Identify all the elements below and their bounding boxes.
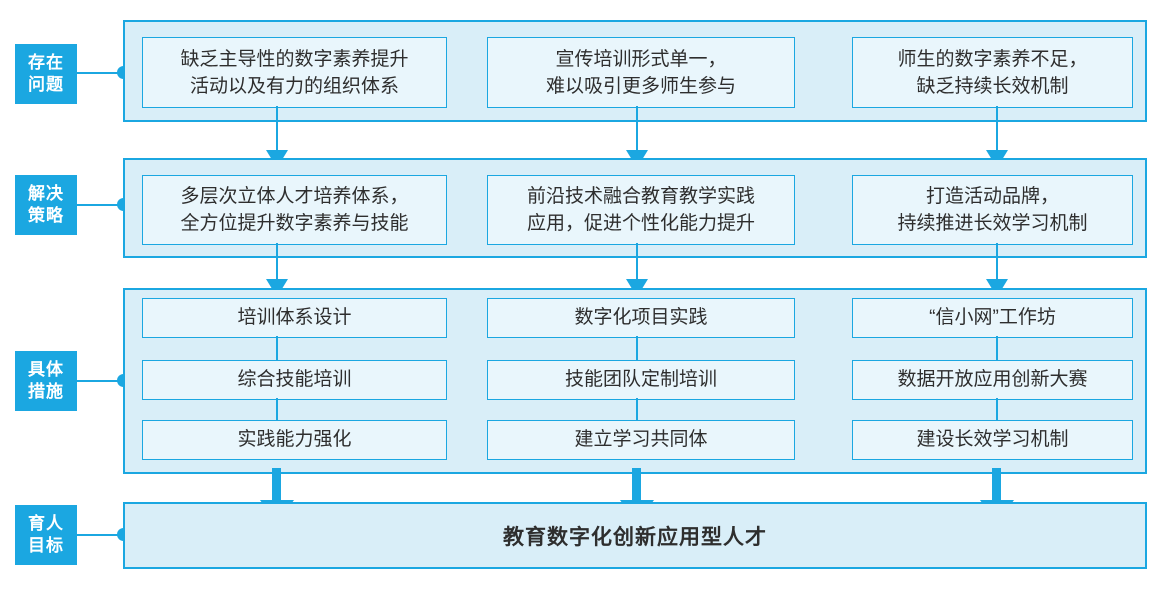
strategy-box-1: 多层次立体人才培养体系， 全方位提升数字素养与技能 xyxy=(142,175,447,245)
label-connector-line-goal xyxy=(77,534,123,536)
tier-label-goal-line2: 目标 xyxy=(28,536,64,555)
measure-label: 技能团队定制培训 xyxy=(564,369,717,390)
down-arrow-icon xyxy=(992,468,1001,504)
tier-label-problems-line1: 存在 xyxy=(28,53,64,72)
measure-label: 建设长效学习机制 xyxy=(916,429,1069,450)
tier-label-problems: 存在 问题 xyxy=(15,44,77,104)
down-arrow-icon xyxy=(636,243,638,281)
tier-label-strategies: 解决 策略 xyxy=(15,175,77,235)
problem-box-1: 缺乏主导性的数字素养提升 活动以及有力的组织体系 xyxy=(142,37,447,108)
measure-connector-line xyxy=(276,398,278,420)
problem-box-1-line1: 缺乏主导性的数字素养提升 xyxy=(180,48,409,70)
measure-label: 数据开放应用创新大赛 xyxy=(897,369,1088,390)
measure-box-col3-item2: 数据开放应用创新大赛 xyxy=(852,360,1133,400)
tier-label-measures: 具体 措施 xyxy=(15,351,77,411)
label-connector-line-measures xyxy=(77,380,123,382)
tier-label-measures-line2: 措施 xyxy=(28,382,64,401)
measure-box-col1-item1: 培训体系设计 xyxy=(142,298,447,338)
measure-box-col1-item3: 实践能力强化 xyxy=(142,420,447,460)
strategy-box-2: 前沿技术融合教育教学实践 应用，促进个性化能力提升 xyxy=(487,175,795,245)
measure-box-col1-item2: 综合技能培训 xyxy=(142,360,447,400)
strategy-box-1-line2: 全方位提升数字素养与技能 xyxy=(180,213,409,234)
measure-label: 数字化项目实践 xyxy=(574,307,708,328)
problem-box-2: 宣传培训形式单一， 难以吸引更多师生参与 xyxy=(487,37,795,108)
goal-box: 教育数字化创新应用型人才 xyxy=(123,502,1147,569)
label-connector-line-problems xyxy=(77,72,123,74)
measure-label: 建立学习共同体 xyxy=(574,429,708,450)
down-arrow-icon xyxy=(272,468,281,504)
tier-label-strategies-line2: 策略 xyxy=(28,206,64,225)
strategy-box-1-line1: 多层次立体人才培养体系， xyxy=(180,186,409,207)
down-arrow-icon xyxy=(276,243,278,281)
strategy-box-2-line2: 应用，促进个性化能力提升 xyxy=(526,213,755,234)
measure-box-col2-item3: 建立学习共同体 xyxy=(487,420,795,460)
measure-label: “信小网”工作坊 xyxy=(929,307,1056,328)
down-arrow-icon xyxy=(636,106,638,152)
down-arrow-icon xyxy=(276,106,278,152)
problem-box-2-line1: 宣传培训形式单一， xyxy=(555,48,727,70)
measure-connector-line xyxy=(276,336,278,360)
problem-box-3: 师生的数字素养不足， 缺乏持续长效机制 xyxy=(852,37,1133,108)
strategy-box-2-line1: 前沿技术融合教育教学实践 xyxy=(526,186,755,207)
tier-label-strategies-line1: 解决 xyxy=(28,184,64,203)
problems-panel: 缺乏主导性的数字素养提升 活动以及有力的组织体系 宣传培训形式单一， 难以吸引更… xyxy=(123,20,1147,122)
down-arrow-icon xyxy=(632,468,641,504)
strategy-box-3: 打造活动品牌， 持续推进长效学习机制 xyxy=(852,175,1133,245)
measure-connector-line xyxy=(636,336,638,360)
tier-label-measures-line1: 具体 xyxy=(28,360,64,379)
down-arrow-icon xyxy=(996,106,998,152)
measure-connector-line xyxy=(996,336,998,360)
problem-box-3-line1: 师生的数字素养不足， xyxy=(897,48,1088,70)
measure-connector-line xyxy=(636,398,638,420)
measure-label: 综合技能培训 xyxy=(237,369,352,390)
problem-box-1-line2: 活动以及有力的组织体系 xyxy=(189,75,399,97)
measure-label: 培训体系设计 xyxy=(237,307,352,328)
measure-label: 实践能力强化 xyxy=(237,429,352,450)
problem-box-2-line2: 难以吸引更多师生参与 xyxy=(545,75,736,97)
strategy-box-3-line1: 打造活动品牌， xyxy=(925,186,1059,207)
goal-panel xyxy=(123,502,1147,569)
measure-box-col2-item2: 技能团队定制培训 xyxy=(487,360,795,400)
tier-label-problems-line2: 问题 xyxy=(28,75,64,94)
down-arrow-icon xyxy=(996,243,998,281)
problem-box-3-line2: 缺乏持续长效机制 xyxy=(916,75,1069,97)
tier-label-goal-line1: 育人 xyxy=(28,514,64,533)
label-connector-line-strategies xyxy=(77,204,123,206)
goal-label: 教育数字化创新应用型人才 xyxy=(503,525,767,549)
measure-box-col3-item3: 建设长效学习机制 xyxy=(852,420,1133,460)
measure-box-col2-item1: 数字化项目实践 xyxy=(487,298,795,338)
tier-label-goal: 育人 目标 xyxy=(15,505,77,565)
measure-box-col3-item1: “信小网”工作坊 xyxy=(852,298,1133,338)
measure-connector-line xyxy=(996,398,998,420)
strategy-box-3-line2: 持续推进长效学习机制 xyxy=(897,213,1088,234)
strategies-panel: 多层次立体人才培养体系， 全方位提升数字素养与技能 前沿技术融合教育教学实践 应… xyxy=(123,158,1147,258)
measures-panel: 培训体系设计 综合技能培训 实践能力强化 数字化项目实践 技能团队定制培训 建立… xyxy=(123,288,1147,474)
